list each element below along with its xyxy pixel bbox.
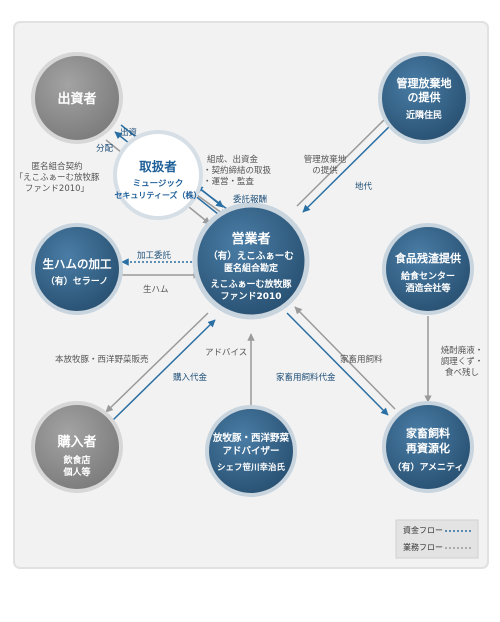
flow-commission [195, 185, 232, 213]
operator-title: 営業者 [231, 231, 270, 247]
feed-title-1: 家畜飼料 [406, 426, 450, 440]
legend-business-label: 業務フロー [403, 542, 443, 552]
buyer-sub-1: 飲食店 [62, 454, 90, 466]
feed-sub: （有）アメニティ [392, 461, 463, 473]
land-sub: 近隣住民 [406, 109, 442, 121]
ham-title: 生ハムの加工 [43, 257, 112, 271]
label-bunpai: 分配 [96, 144, 114, 154]
label-kumiai-3: ・運営・監査 [203, 176, 255, 187]
advisor-title-2: アドバイザー [222, 445, 279, 457]
ham-sub: （有）セラーノ [46, 275, 108, 287]
operator-sub-2: 匿名組合勘定 [224, 262, 279, 274]
label-kumiai-1: 組成、出資金 [207, 154, 259, 165]
node-investor: 出資者 [31, 52, 123, 144]
investor-title: 出資者 [57, 91, 96, 107]
advisor-sub: シェフ笹川幸治氏 [217, 462, 286, 473]
label-kumiai-2: ・契約締結の取扱 [203, 165, 272, 176]
operator-sub-4: ファンド2010 [220, 291, 281, 302]
node-feed-recycler: 家畜飼料 再資源化 （有）アメニティ [382, 401, 474, 493]
label-shussi: 出資 [120, 127, 137, 138]
label-tokumei-2: 「えこふぁーむ放牧豚 [14, 172, 100, 183]
label-tokumei-3: ファンド2010」 [25, 184, 89, 194]
land-title-2: の提供 [408, 90, 441, 104]
node-food-residue-provider: 食品残渣提供 給食センター 酒造会社等 [382, 223, 474, 315]
label-kanri-teikyo-2: の提供 [312, 165, 338, 176]
label-kakou-itaku: 加工委託 [137, 250, 172, 261]
label-kachiku-shiryo: 家畜用飼料 [340, 354, 383, 365]
handler-title: 取扱者 [139, 159, 177, 174]
label-shochu-3: 食べ残し [445, 367, 479, 378]
buyer-title: 購入者 [56, 434, 96, 450]
node-handler: 取扱者 ミュージック セキュリティーズ（株） [113, 130, 203, 220]
operator-sub-1: （有）えこふぁーむ [208, 250, 294, 262]
food-sub-2: 酒造会社等 [405, 282, 450, 294]
flow-land-provision [296, 111, 393, 207]
label-nama-ham: 生ハム [143, 284, 169, 295]
handler-sub-2: セキュリティーズ（株） [114, 190, 201, 200]
land-title-1: 管理放棄地 [397, 76, 452, 90]
legend: 資金フロー 業務フロー [395, 519, 479, 559]
label-kachiku-shiryo-daikin: 家畜用飼料代金 [276, 372, 336, 383]
food-title: 食品残渣提供 [395, 251, 461, 265]
feed-title-2: 再資源化 [406, 441, 450, 455]
label-kanri-teikyo-1: 管理放棄地 [304, 154, 347, 165]
label-shochu-2: 調理くず・ [441, 356, 484, 367]
operator-sub-3: えこふぁーむ放牧豚 [210, 278, 292, 290]
node-buyer: 購入者 飲食店 個人等 [31, 401, 123, 493]
label-kounyu-daikin: 購入代金 [173, 372, 208, 383]
label-shochu-1: 焼酎廃液・ [441, 345, 484, 356]
node-advisor: 放牧豚・西洋野菜 アドバイザー シェフ笹川幸治氏 [205, 405, 297, 497]
flow-pork-sales [105, 312, 209, 413]
label-houboku-hanbai: 本放牧豚・西洋野菜販売 [55, 354, 149, 365]
advisor-title-1: 放牧豚・西洋野菜 [212, 432, 290, 444]
handler-sub-1: ミュージック [133, 178, 184, 189]
label-advice: アドバイス [205, 348, 247, 358]
flow-rent [302, 117, 399, 213]
food-sub-1: 給食センター [401, 270, 455, 282]
node-ham-processor: 生ハムの加工 （有）セラーノ [31, 223, 123, 315]
legend-money-label: 資金フロー [403, 525, 443, 535]
flow-purchase-payment [112, 319, 216, 421]
flow-feed-payment [286, 312, 389, 416]
node-land-provider: 管理放棄地 の提供 近隣住民 [378, 52, 470, 144]
label-tokumei-1: 匿名組合契約 [31, 161, 82, 172]
label-chidai: 地代 [355, 181, 373, 192]
flow-livestock-feed [294, 306, 396, 410]
buyer-sub-2: 個人等 [62, 466, 90, 478]
node-operator: 営業者 （有）えこふぁーむ 匿名組合勘定 えこふぁーむ放牧豚 ファンド2010 [192, 202, 310, 320]
label-itaku-housyu: 委託報酬 [233, 194, 267, 205]
